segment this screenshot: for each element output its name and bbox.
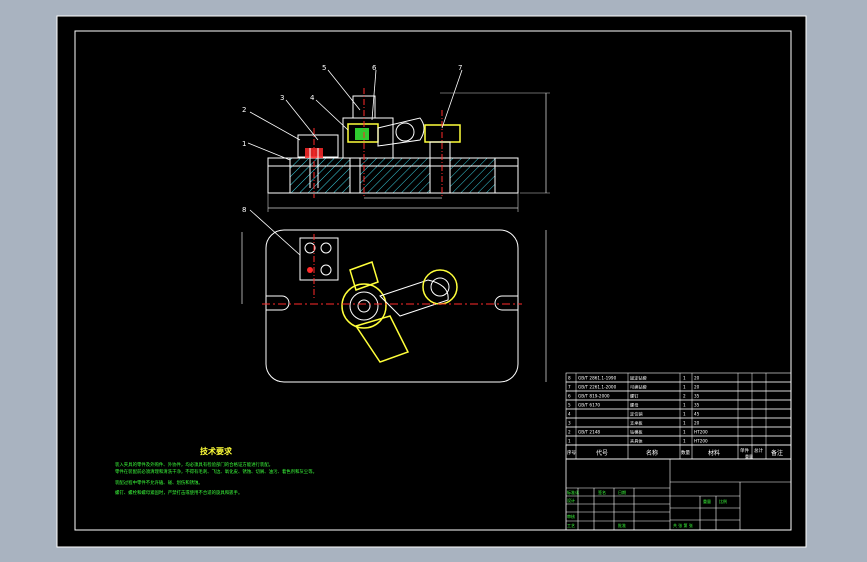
tb-standard: 标准化 (567, 489, 579, 495)
bom-cell-seq: 7 (568, 385, 571, 390)
balloon-leaders (247, 69, 463, 256)
tech-line-4: 螺钉、螺栓和螺母紧固时，严禁打击或使用不合适的旋具和扳手。 (115, 489, 242, 496)
central-boss-inner (357, 299, 371, 313)
balloon-7: 7 (458, 64, 462, 72)
central-boss-mid (349, 291, 379, 321)
hdr-weight: 重量 (745, 453, 753, 459)
screw-hole-4 (307, 267, 313, 273)
bom-cell-material: 20 (694, 421, 700, 426)
base-hatch-mid (359, 157, 431, 194)
tb-date: 日期 (618, 489, 626, 495)
bom-cell-code: GB/T 2148 (578, 430, 600, 435)
arm-eye (395, 122, 415, 142)
bom-cell-qty: 1 (683, 439, 686, 444)
bom-cell-seq: 3 (568, 421, 571, 426)
tech-requirements: 技术要求 装入夹具的零件及外购件、外协件，均必须具有检验部门的合格证方能进行装配… (115, 446, 317, 496)
balloon-8: 8 (242, 206, 246, 214)
bom-cell-seq: 1 (568, 439, 571, 444)
front-section-view (267, 88, 550, 212)
slot-left (266, 295, 290, 311)
balloon-1: 1 (242, 140, 246, 148)
bom-cell-seq: 4 (568, 412, 571, 417)
tb-design: 设计 (567, 497, 575, 503)
clamp-bracket (354, 315, 410, 363)
bom-cell-material: 45 (694, 412, 700, 417)
bom-cell-name: 定位销 (630, 411, 643, 418)
balloon-6: 6 (372, 64, 377, 72)
inner-border (74, 30, 792, 531)
bom-cell-code: GB/T 2261.1-2000 (578, 385, 617, 390)
tb-weight: 重量 (703, 498, 711, 504)
bom-cell-name: 螺钉 (630, 393, 639, 400)
tech-line-1: 装入夹具的零件及外购件、外协件，均必须具有检验部门的合格证方能进行装配。 (115, 461, 273, 468)
title-block: 标准化 签名 日期 设计 审核 工艺 批准 重量 比例 共 张 第 张 (565, 458, 792, 531)
tb-check: 审核 (567, 513, 575, 519)
bom-cell-name: 支承板 (630, 420, 643, 427)
bom-cell-code: GB/T 2861.1-1990 (578, 376, 617, 381)
bom-cell-material: HT200 (694, 439, 708, 444)
hdr-seq: 序号 (567, 449, 576, 456)
tech-line-3: 装配过程中零件不允许磕、碰、划伤和锈蚀。 (115, 479, 203, 486)
locator-block (349, 261, 379, 291)
bom-cell-code: GB/T 6170 (578, 403, 600, 408)
screw-hole-2 (320, 242, 332, 254)
bom-cell-code: GB/T 819-2000 (578, 394, 610, 399)
bom-cell-name: 可换钻套 (630, 384, 648, 391)
tb-approve: 批准 (618, 522, 626, 528)
base-plate-outline (265, 229, 519, 383)
bom-cell-name: 钻模板 (630, 429, 643, 436)
clamp-arm (377, 117, 425, 147)
screw-hole-3 (320, 264, 332, 276)
central-boss-outer (341, 283, 387, 329)
bom-cell-seq: 8 (568, 376, 571, 381)
bom-cell-seq: 6 (568, 394, 571, 399)
pin-green (355, 128, 369, 140)
bom-cell-qty: 1 (683, 376, 686, 381)
base-hatch-left (289, 157, 351, 194)
bom-cell-material: 20 (694, 376, 700, 381)
bom-cell-qty: 1 (683, 412, 686, 417)
bom-cell-qty: 1 (683, 385, 686, 390)
bom-cell-name: 固定钻套 (630, 375, 648, 382)
support-plate-top (299, 237, 339, 281)
tech-line-2: 零件在装配前必须清理和清洗干净，不得有毛刺、飞边、氧化皮、锈蚀、切屑、油污、着色… (115, 468, 317, 475)
bom-cell-qty: 1 (683, 430, 686, 435)
hdr-code: 代号 (596, 449, 608, 457)
bom-cell-material: HT200 (694, 430, 708, 435)
workpiece-eye-inner (430, 277, 450, 297)
drill-bush-right-core (429, 141, 451, 159)
bom-cell-material: 35 (694, 403, 700, 408)
balloon-4: 4 (310, 94, 315, 102)
tb-sign: 签名 (598, 489, 606, 495)
tb-scale: 比例 (719, 498, 727, 504)
workpiece-arm (379, 279, 449, 317)
tech-title: 技术要求 (200, 446, 233, 456)
bom-cell-name: 螺母 (630, 402, 638, 409)
bom-cell-qty: 1 (683, 403, 686, 408)
hdr-material: 材料 (708, 449, 720, 457)
bom-cell-seq: 2 (568, 430, 571, 435)
hdr-total: 总计 (754, 447, 763, 454)
top-plan-view (241, 229, 547, 383)
bom-cell-material: 35 (694, 394, 700, 399)
bom-cell-qty: 2 (683, 394, 686, 399)
balloon-3: 3 (280, 94, 284, 102)
tb-sheet: 共 张 第 张 (673, 522, 693, 528)
base-hatch-right (449, 157, 496, 194)
bom-cell-qty: 1 (683, 421, 686, 426)
bom-cell-name: 夹具体 (630, 438, 643, 445)
bom-cell-seq: 5 (568, 403, 571, 408)
balloon-5: 5 (322, 64, 326, 72)
drawing-sheet (56, 15, 807, 548)
tb-process: 工艺 (567, 523, 575, 528)
slot-right (494, 295, 518, 311)
hdr-remark: 备注 (771, 449, 783, 457)
bom-cell-material: 20 (694, 385, 700, 390)
screw-hole-1 (304, 242, 316, 254)
hdr-name: 名称 (646, 449, 658, 457)
balloon-2: 2 (242, 106, 246, 114)
hdr-unit: 单件 (740, 447, 749, 454)
hdr-qty: 数量 (681, 449, 690, 456)
